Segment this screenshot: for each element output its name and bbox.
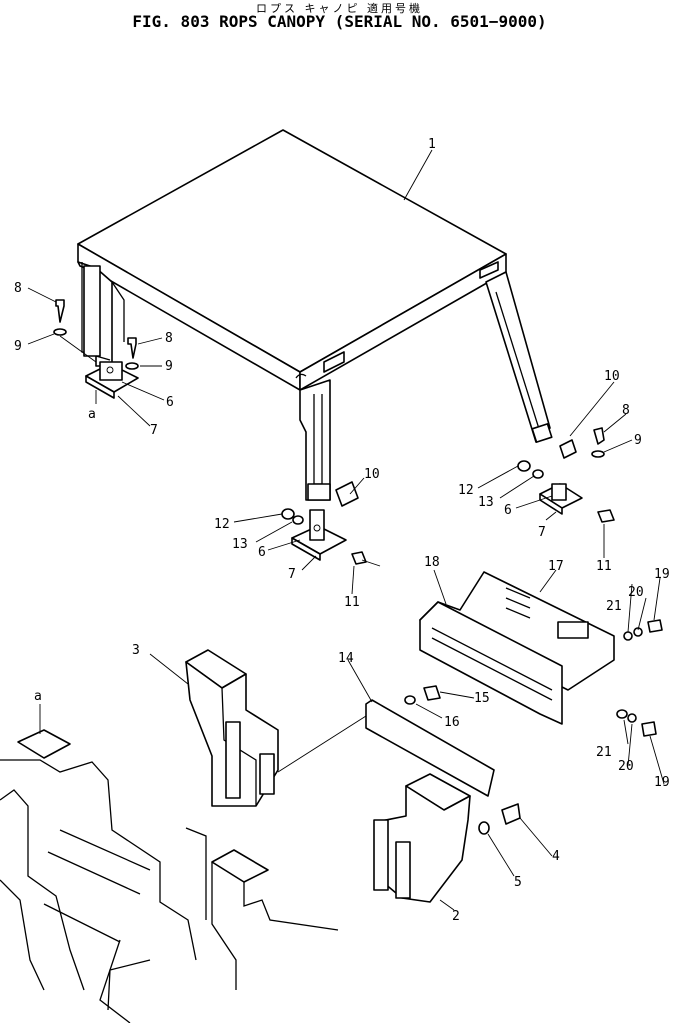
bolt-15 <box>404 685 441 705</box>
callout-3: 3 <box>132 643 140 658</box>
mount-base-rear-left <box>85 361 139 399</box>
callout-8: 8 <box>622 403 630 418</box>
callout-4: 4 <box>552 849 560 864</box>
support-bracket-2 <box>373 773 471 903</box>
ref-a: a <box>34 689 42 704</box>
callout-7: 7 <box>538 525 546 540</box>
callout-7: 7 <box>150 423 158 438</box>
callout-9: 9 <box>634 433 642 448</box>
callout-17: 17 <box>548 559 564 574</box>
callout-1: 1 <box>428 137 436 152</box>
callout-18: 18 <box>424 555 440 570</box>
callout-19: 19 <box>654 775 670 790</box>
callout-19: 19 <box>654 567 670 582</box>
bolts-rear-left <box>53 299 139 370</box>
callout-labels: 1 8 9 8 9 6 7 a 10 12 13 6 7 11 10 8 9 1… <box>14 137 670 924</box>
callout-6: 6 <box>258 545 266 560</box>
support-bracket-3 <box>185 649 279 807</box>
callout-8: 8 <box>165 331 173 346</box>
canopy-roof <box>77 129 507 391</box>
mount-base-front-right <box>539 483 583 515</box>
callout-6: 6 <box>166 395 174 410</box>
callout-2: 2 <box>452 909 460 924</box>
callout-9: 9 <box>14 339 22 354</box>
callout-13: 13 <box>478 495 494 510</box>
callout-13: 13 <box>232 537 248 552</box>
callout-11: 11 <box>596 559 612 574</box>
callout-21: 21 <box>596 745 612 760</box>
machine-frame <box>0 729 339 1023</box>
callout-5: 5 <box>514 875 522 890</box>
figure-title: FIG. 803 ROPS CANOPY (SERIAL NO. 6501−90… <box>132 12 547 31</box>
callout-8: 8 <box>14 281 22 296</box>
mount-base-front-left <box>291 509 347 561</box>
fasteners-19-20-21 <box>616 619 663 737</box>
callout-12: 12 <box>214 517 230 532</box>
bolt-4 <box>478 803 521 835</box>
callout-10: 10 <box>364 467 380 482</box>
ref-a: a <box>88 407 96 422</box>
callout-14: 14 <box>338 651 354 666</box>
callout-20: 20 <box>628 585 644 600</box>
fasteners-front-right <box>517 427 615 523</box>
leader-lines <box>27 149 665 911</box>
callout-9: 9 <box>165 359 173 374</box>
japanese-title: ロプス キャノピ 適用号機 <box>256 2 423 15</box>
callout-15: 15 <box>474 691 490 706</box>
callout-6: 6 <box>504 503 512 518</box>
callout-12: 12 <box>458 483 474 498</box>
fasteners-front-left <box>281 481 381 567</box>
canopy-post-front-left <box>299 379 331 501</box>
plate-14 <box>277 699 495 797</box>
canopy-post-front-right <box>485 271 553 443</box>
callout-16: 16 <box>444 715 460 730</box>
callout-11: 11 <box>344 595 360 610</box>
canopy-post-rear-left <box>77 261 125 367</box>
callout-20: 20 <box>618 759 634 774</box>
callout-10: 10 <box>604 369 620 384</box>
callout-7: 7 <box>288 567 296 582</box>
callout-21: 21 <box>606 599 622 614</box>
cover-plate-18 <box>419 601 563 725</box>
